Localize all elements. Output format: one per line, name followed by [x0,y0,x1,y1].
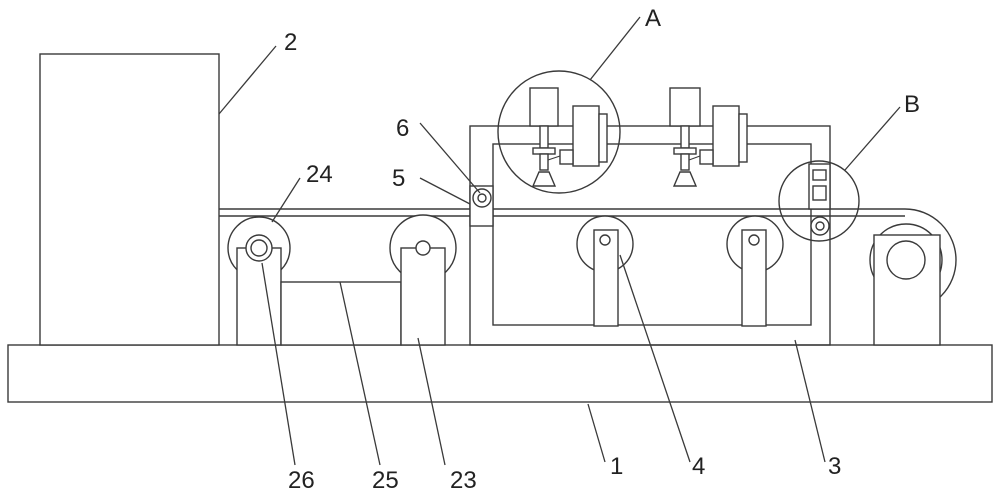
inner-roller-1 [576,215,634,327]
detail-circle-b [778,160,860,242]
label-24: 24 [306,161,333,188]
label-26: 26 [288,467,315,492]
label-25: 25 [372,467,399,492]
label-3: 3 [828,453,841,480]
base-plate [7,344,993,403]
leader-lines [218,16,901,466]
cabinet [39,53,220,346]
label-2: 2 [284,29,297,56]
guide-roller [469,185,494,227]
tie-rod [280,281,402,346]
label-4: 4 [692,453,705,480]
left-drive-roller [227,216,291,346]
label-a: A [645,5,661,32]
label-5: 5 [392,165,405,192]
sensor-unit [808,163,831,236]
cylinder-unit-2 [669,87,748,187]
label-23: 23 [450,467,477,492]
roller-support [389,214,457,346]
cylinder-unit-1 [529,87,608,187]
inner-roller-2 [726,215,784,327]
label-b: B [904,91,920,118]
label-6: 6 [396,115,409,142]
right-drive-roller [869,223,943,346]
label-1: 1 [610,453,623,480]
detail-circle-a [497,70,621,194]
